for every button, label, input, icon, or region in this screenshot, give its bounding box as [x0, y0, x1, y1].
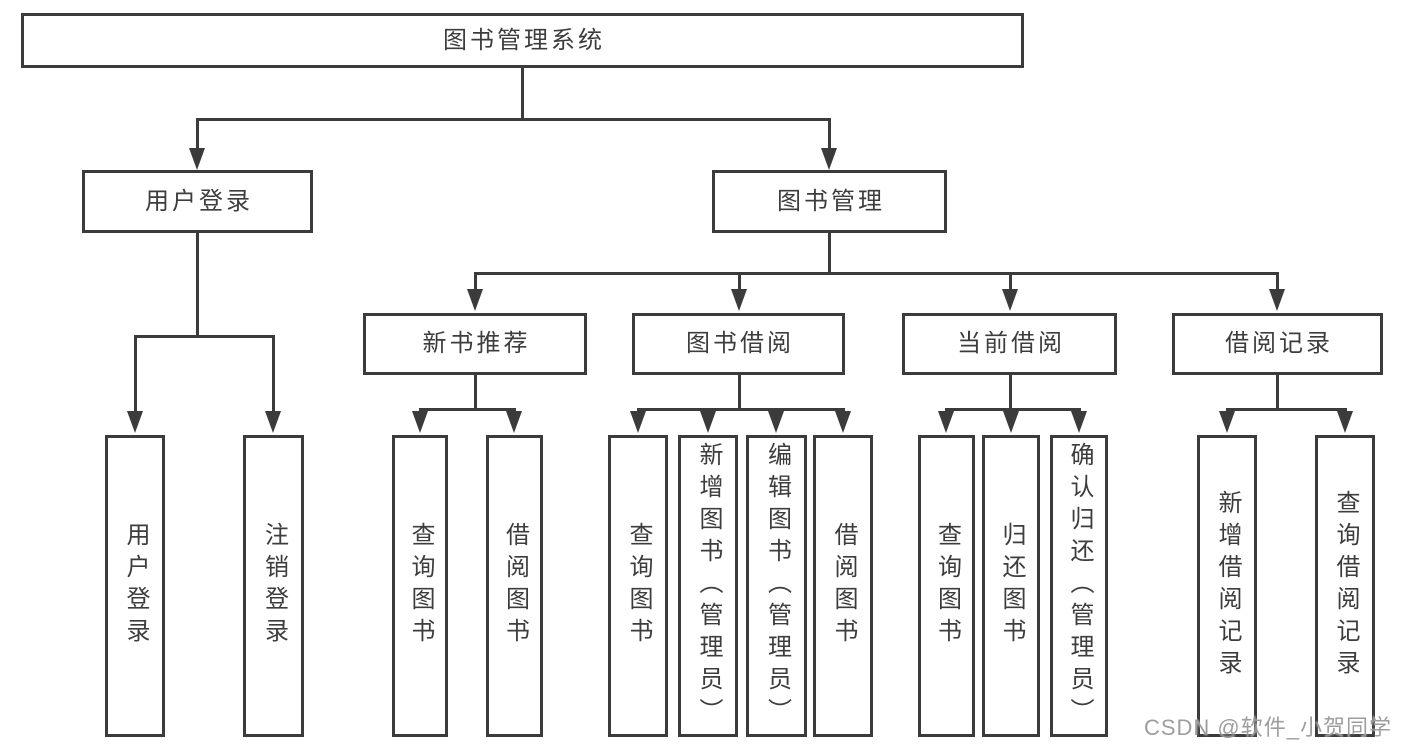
node-label-leaf-query-books-2: 查询图书: [625, 522, 652, 650]
node-leaf-query-books-3: 查询图书: [918, 435, 975, 737]
node-label-leaf-borrow-books-2: 借阅图书: [830, 522, 857, 650]
node-leaf-query-books-1: 查询图书: [392, 435, 448, 737]
node-leaf-borrow-books-1: 借阅图书: [486, 435, 543, 737]
node-current-borrowing: 当前借阅: [902, 313, 1117, 375]
node-system-root: 图书管理系统: [21, 13, 1024, 68]
connector-line: [1343, 408, 1347, 413]
node-leaf-confirm-return-admin: 确认归还（管理员）: [1050, 435, 1108, 737]
node-label-leaf-edit-books-admin: 编辑图书（管理员）: [763, 442, 791, 730]
connector-line: [827, 233, 831, 275]
connector-line: [418, 408, 516, 411]
node-label-leaf-return-books: 归还图书: [998, 522, 1025, 650]
node-label-leaf-user-login: 用户登录: [122, 522, 149, 650]
node-label-current-borrowing: 当前借阅: [957, 330, 1065, 357]
node-label-leaf-query-books-1: 查询图书: [407, 522, 434, 650]
connector-line: [520, 68, 524, 121]
connector-line: [133, 335, 275, 338]
connector-line: [133, 335, 137, 413]
connector-line: [1008, 375, 1012, 411]
down-arrow-icon: [938, 411, 954, 433]
down-arrow-icon: [731, 289, 747, 311]
down-arrow-icon: [1071, 411, 1087, 433]
node-leaf-query-borrow-record: 查询借阅记录: [1315, 435, 1375, 737]
connector-line: [841, 408, 845, 413]
connector-line: [1008, 272, 1012, 291]
down-arrow-icon: [1002, 289, 1018, 311]
connector-line: [1275, 375, 1279, 411]
connector-line: [827, 118, 831, 150]
connector-line: [636, 408, 845, 411]
node-leaf-borrow-books-2: 借阅图书: [813, 435, 873, 737]
node-leaf-logout: 注销登录: [243, 435, 304, 737]
connector-line: [512, 408, 516, 413]
connector-line: [944, 408, 1081, 411]
down-arrow-icon: [835, 411, 851, 433]
connector-line: [271, 335, 275, 413]
node-label-leaf-query-borrow-record: 查询借阅记录: [1332, 490, 1359, 682]
connector-line: [195, 118, 199, 150]
connector-line: [774, 408, 778, 413]
down-arrow-icon: [412, 411, 428, 433]
connector-line: [1225, 408, 1347, 411]
connector-line: [737, 375, 741, 411]
down-arrow-icon: [1269, 289, 1285, 311]
down-arrow-icon: [1003, 411, 1019, 433]
connector-line: [636, 408, 640, 413]
node-label-leaf-borrow-books-1: 借阅图书: [501, 522, 529, 650]
node-leaf-edit-books-admin: 编辑图书（管理员）: [746, 435, 807, 737]
connector-line: [1275, 272, 1279, 291]
csdn-watermark: CSDN @软件_小贺同学: [1143, 715, 1392, 740]
node-leaf-add-books-admin: 新增图书（管理员）: [678, 435, 738, 737]
node-label-leaf-query-books-3: 查询图书: [933, 522, 961, 650]
node-label-leaf-confirm-return-admin: 确认归还（管理员）: [1066, 442, 1093, 730]
node-label-user-login-branch: 用户登录: [145, 187, 253, 215]
connector-line: [195, 233, 199, 338]
connector-line: [1225, 408, 1229, 413]
down-arrow-icon: [189, 148, 205, 170]
connector-line: [473, 272, 477, 291]
node-label-book-management-branch: 图书管理: [777, 187, 885, 215]
node-label-leaf-add-borrow-record: 新增借阅记录: [1214, 490, 1241, 682]
down-arrow-icon: [1337, 411, 1353, 433]
connector-line: [1077, 408, 1081, 413]
down-arrow-icon: [700, 411, 716, 433]
node-leaf-user-login: 用户登录: [105, 435, 165, 737]
connector-line: [418, 408, 422, 413]
down-arrow-icon: [630, 411, 646, 433]
node-leaf-query-books-2: 查询图书: [608, 435, 668, 737]
down-arrow-icon: [127, 411, 143, 433]
connector-line: [944, 408, 948, 413]
node-label-leaf-add-books-admin: 新增图书（管理员）: [695, 442, 722, 730]
node-new-book-recommend: 新书推荐: [363, 313, 587, 375]
node-label-borrowing-records: 借阅记录: [1225, 330, 1333, 357]
down-arrow-icon: [265, 411, 281, 433]
down-arrow-icon: [506, 411, 522, 433]
node-label-system-root: 图书管理系统: [443, 26, 605, 54]
node-borrowing-records: 借阅记录: [1172, 313, 1383, 375]
node-label-book-borrowing: 图书借阅: [686, 330, 794, 357]
connector-line: [473, 272, 1279, 275]
connector-line: [737, 272, 741, 291]
node-leaf-return-books: 归还图书: [982, 435, 1040, 737]
down-arrow-icon: [821, 148, 837, 170]
connector-line: [706, 408, 710, 413]
node-label-new-book-recommend: 新书推荐: [422, 330, 531, 357]
node-book-borrowing: 图书借阅: [632, 313, 845, 375]
down-arrow-icon: [1219, 411, 1235, 433]
down-arrow-icon: [467, 289, 483, 311]
connector-line: [195, 118, 831, 121]
connector-line: [1009, 408, 1013, 413]
node-user-login-branch: 用户登录: [82, 170, 313, 233]
down-arrow-icon: [768, 411, 784, 433]
connector-line: [473, 375, 477, 411]
node-book-management-branch: 图书管理: [712, 170, 947, 233]
node-label-leaf-logout: 注销登录: [260, 522, 288, 650]
node-leaf-add-borrow-record: 新增借阅记录: [1197, 435, 1257, 737]
